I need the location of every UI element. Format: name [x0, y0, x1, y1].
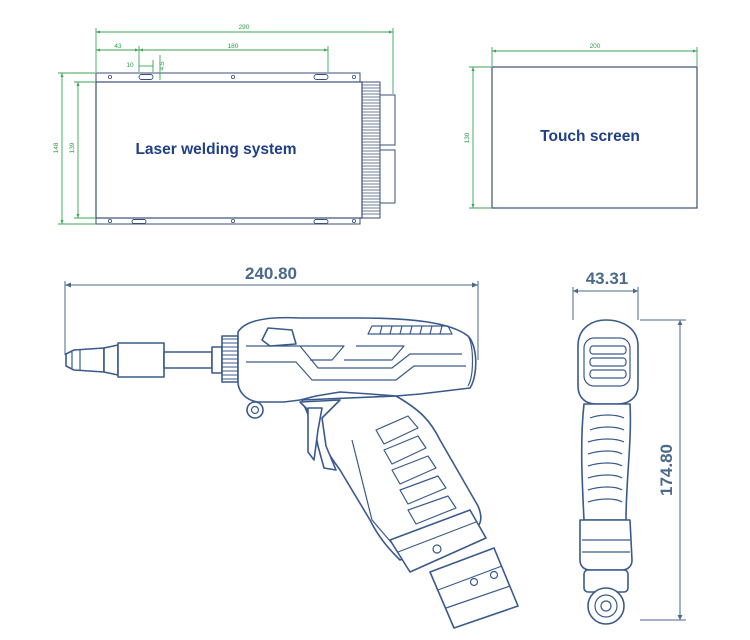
gun-cap-screw [432, 544, 442, 554]
touch-screen-body [491, 66, 698, 209]
gun-collar [211, 346, 223, 374]
svg-text:148: 148 [53, 142, 60, 153]
focus-ring-knurling [222, 338, 238, 380]
gun-rod [163, 351, 213, 369]
laser-unit-top-rail [95, 72, 361, 83]
gun-handle-cap [389, 509, 487, 573]
mount-hole [351, 75, 356, 80]
dim-unit-overall-width: 290 [95, 24, 394, 94]
gun-trigger [307, 407, 323, 461]
connector-block-lower [379, 149, 396, 204]
front-grip-ribs [587, 414, 625, 503]
front-handle [580, 403, 632, 521]
dim-unit-small-a: 10 [126, 60, 154, 72]
svg-text:290: 290 [239, 24, 250, 31]
svg-text:200: 200 [590, 43, 601, 50]
mount-slot [313, 74, 329, 80]
dim-unit-hole-spacing: 180 [139, 43, 329, 72]
front-head [577, 319, 639, 405]
dim-unit-small-b: 4.5 [159, 55, 166, 80]
front-cap [579, 519, 633, 571]
heat-sink-fins [362, 84, 380, 215]
gun-barrel [117, 342, 165, 378]
touch-screen-drawing: Touch screen 200 130 [464, 43, 698, 209]
mount-hole [230, 218, 235, 223]
dim-unit-body-height: 139 [69, 81, 96, 219]
gun-top-ribs [367, 325, 453, 335]
svg-text:10: 10 [126, 62, 134, 69]
mount-hole [230, 75, 235, 80]
dim-gun-length: 240.80 [64, 264, 479, 360]
laser-unit-drawing: Laser welding system 290 43 180 10 [53, 24, 396, 225]
touch-screen-label: Touch screen [540, 128, 640, 145]
front-head-slots [589, 345, 627, 379]
svg-text:130: 130 [464, 132, 471, 143]
connector-block-upper [379, 94, 396, 146]
gun-lanyard-ring [246, 401, 264, 419]
laser-unit-bottom-rail [95, 217, 361, 225]
mount-hole [351, 218, 356, 223]
svg-text:4.5: 4.5 [159, 61, 166, 70]
mount-slot [138, 74, 154, 80]
svg-text:43: 43 [114, 43, 122, 50]
mount-slot [131, 219, 147, 224]
heat-sink-frame [361, 81, 381, 219]
front-cable-connector [587, 587, 625, 625]
svg-text:174.80: 174.80 [657, 444, 676, 496]
gun-grip-ribs [375, 415, 457, 525]
mount-hole [108, 218, 113, 223]
svg-text:43.31: 43.31 [586, 269, 629, 288]
svg-text:180: 180 [228, 43, 239, 50]
gun-top-button [261, 327, 297, 347]
svg-text:139: 139 [69, 142, 76, 153]
dim-gun-width: 43.31 [572, 269, 639, 320]
dim-screen-width: 200 [491, 43, 698, 66]
dim-unit-overall-height: 148 [53, 72, 96, 225]
mount-slot [313, 219, 329, 224]
gun-nozzle-cone [103, 344, 119, 376]
dim-screen-height: 130 [464, 66, 491, 209]
mount-hole [108, 75, 113, 80]
svg-text:240.80: 240.80 [245, 264, 297, 283]
welding-gun-side-view: 240.80 [64, 264, 519, 629]
welding-gun-front-view: 43.31 174.80 [572, 269, 686, 625]
laser-unit-label: Laser welding system [135, 141, 296, 158]
dim-gun-height: 174.80 [640, 319, 686, 621]
